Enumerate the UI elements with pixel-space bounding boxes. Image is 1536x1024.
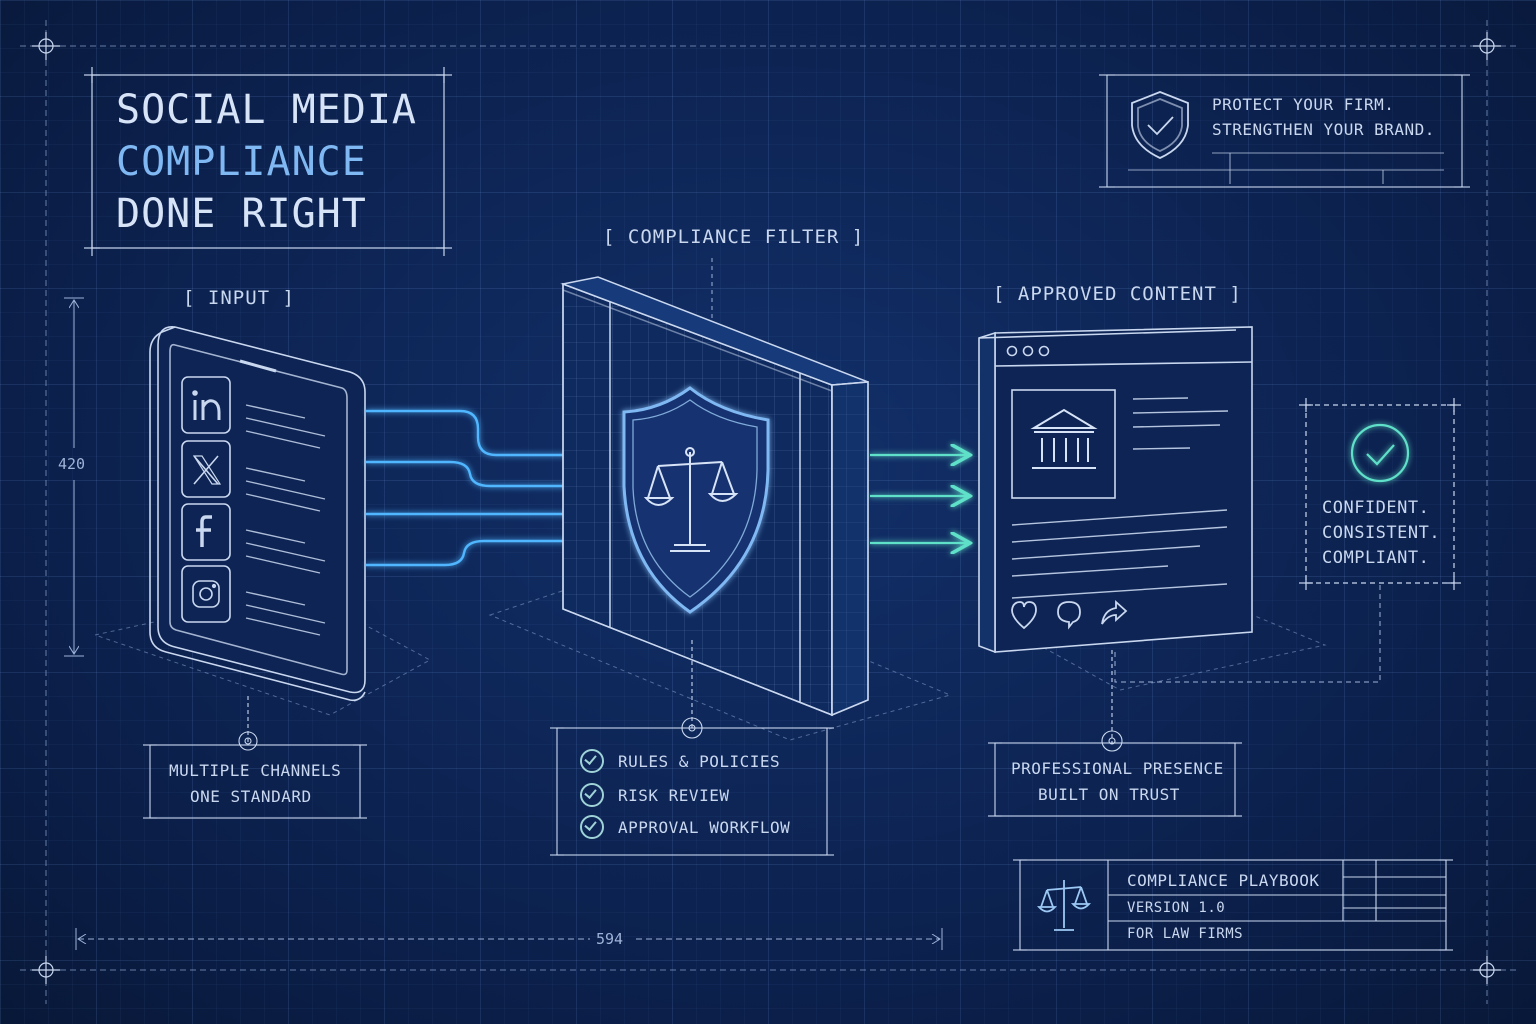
checklist-item-approval: APPROVAL WORKFLOW — [580, 815, 790, 839]
checklist-label: APPROVAL WORKFLOW — [618, 817, 791, 837]
title-block-frame — [1013, 859, 1453, 951]
comment-icon — [1057, 601, 1081, 630]
approved-content-browser — [978, 326, 1253, 654]
outcome-connector — [1114, 585, 1381, 683]
title-block-scales-icon — [1036, 880, 1092, 931]
title-block-version: VERSION 1.0 — [1127, 900, 1226, 916]
check-icon — [580, 815, 604, 839]
filter-label: [ COMPLIANCE FILTER ] — [603, 226, 865, 248]
browser-text-lines — [1011, 397, 1229, 599]
title-block-title: COMPLIANCE PLAYBOOK — [1127, 871, 1320, 890]
title-box-frame — [84, 67, 452, 256]
corner-registration-marks — [32, 32, 1501, 984]
approved-caption-line-2: BUILT ON TRUST — [1038, 785, 1180, 804]
checklist-item-rules: RULES & POLICIES — [580, 749, 780, 773]
checklist-label: RULES & POLICIES — [618, 751, 781, 771]
outcome-box-corners — [1299, 398, 1461, 590]
input-tablet — [149, 326, 366, 702]
width-dimension-label: 594 — [596, 930, 624, 948]
approved-caption-line-1: PROFESSIONAL PRESENCE — [1011, 759, 1224, 778]
like-icon — [1011, 601, 1037, 630]
outcome-line-2: CONSISTENT. — [1322, 523, 1441, 543]
outcome-check-icon — [1350, 423, 1410, 483]
x-icon — [181, 440, 231, 498]
instagram-icon — [181, 565, 231, 623]
linkedin-icon — [181, 376, 231, 434]
outcome-line-3: COMPLIANT. — [1322, 548, 1430, 568]
input-caption-line-2: ONE STANDARD — [190, 787, 312, 806]
courthouse-icon — [1030, 408, 1098, 469]
input-label: [ INPUT ] — [183, 287, 295, 309]
check-icon — [580, 783, 604, 807]
input-signal-lines — [366, 409, 570, 567]
input-caption-frame — [143, 696, 367, 819]
approved-output-arrows — [870, 455, 968, 543]
tagline-box-frame — [1099, 74, 1470, 188]
height-dimension-line — [64, 297, 84, 657]
share-icon — [1101, 599, 1128, 625]
shield-check-icon — [1131, 91, 1189, 159]
title-line-1: SOCIAL MEDIA — [116, 87, 417, 133]
checklist-label: RISK REVIEW — [618, 785, 730, 805]
approved-label: [ APPROVED CONTENT ] — [993, 283, 1242, 305]
filter-checklist-frame — [550, 640, 834, 856]
input-caption-line-1: MULTIPLE CHANNELS — [169, 761, 342, 780]
tagline-line-1: PROTECT YOUR FIRM. — [1212, 95, 1395, 114]
tagline-line-2: STRENGTHEN YOUR BRAND. — [1212, 120, 1435, 139]
check-icon — [580, 749, 604, 773]
outcome-line-1: CONFIDENT. — [1322, 498, 1430, 518]
scales-of-justice-icon — [643, 447, 739, 552]
outer-frame — [20, 20, 1516, 1004]
checklist-item-risk: RISK REVIEW — [580, 783, 729, 807]
title-block-audience: FOR LAW FIRMS — [1127, 926, 1244, 942]
width-dimension-line — [75, 928, 943, 950]
approved-caption-frame — [988, 650, 1242, 817]
facebook-icon — [181, 503, 231, 561]
filter-shield-emblem — [622, 386, 770, 614]
title-line-2: COMPLIANCE — [116, 139, 367, 185]
outcome-box-frame — [1305, 404, 1455, 584]
tablet-text-lines — [245, 404, 326, 636]
height-dimension-label: 420 — [58, 455, 86, 473]
title-line-3: DONE RIGHT — [116, 191, 367, 237]
